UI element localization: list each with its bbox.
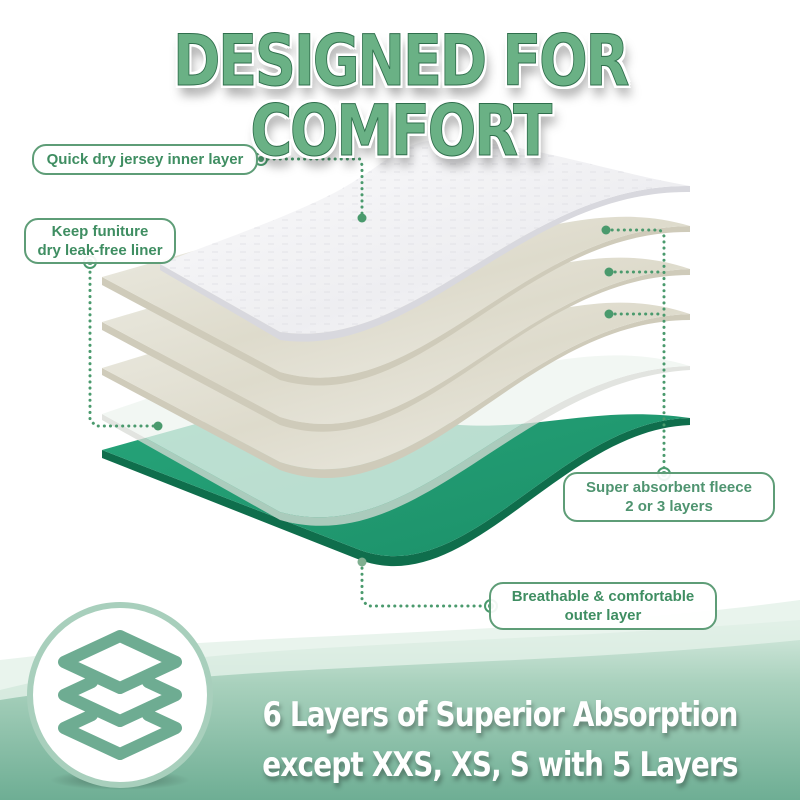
callout-text-line2: 2 or 3 layers [625,498,713,515]
callout-text: Quick dry jersey inner layer [46,151,244,168]
callout-text-line1: Breathable & comfortable [511,588,695,605]
callout-absorbent-fleece: Super absorbent fleece 2 or 3 layers [563,472,775,522]
bottom-text-line1: 6 Layers of Superior Absorption [262,695,738,735]
callout-outer-layer: Breathable & comfortable outer layer [489,582,717,630]
leader-lines [88,157,666,608]
callout-text-line2: outer layer [564,607,642,624]
callout-leak-free-liner: Keep funiture dry leak-free liner [24,218,176,264]
headline: DESIGNED FOR COMFORT [172,20,630,172]
layers-badge [27,602,213,790]
leader-dots [153,213,614,567]
jersey-layer [160,140,690,342]
callout-inner-layer: Quick dry jersey inner layer [32,144,258,175]
bottom-text-line2: except XXS, XS, S with 5 Layers [262,745,738,785]
callout-text-line1: Keep funiture [51,223,149,240]
callout-text-line2: dry leak-free liner [37,242,163,259]
layers-icon [58,630,182,760]
callout-text-line1: Super absorbent fleece [586,479,752,496]
